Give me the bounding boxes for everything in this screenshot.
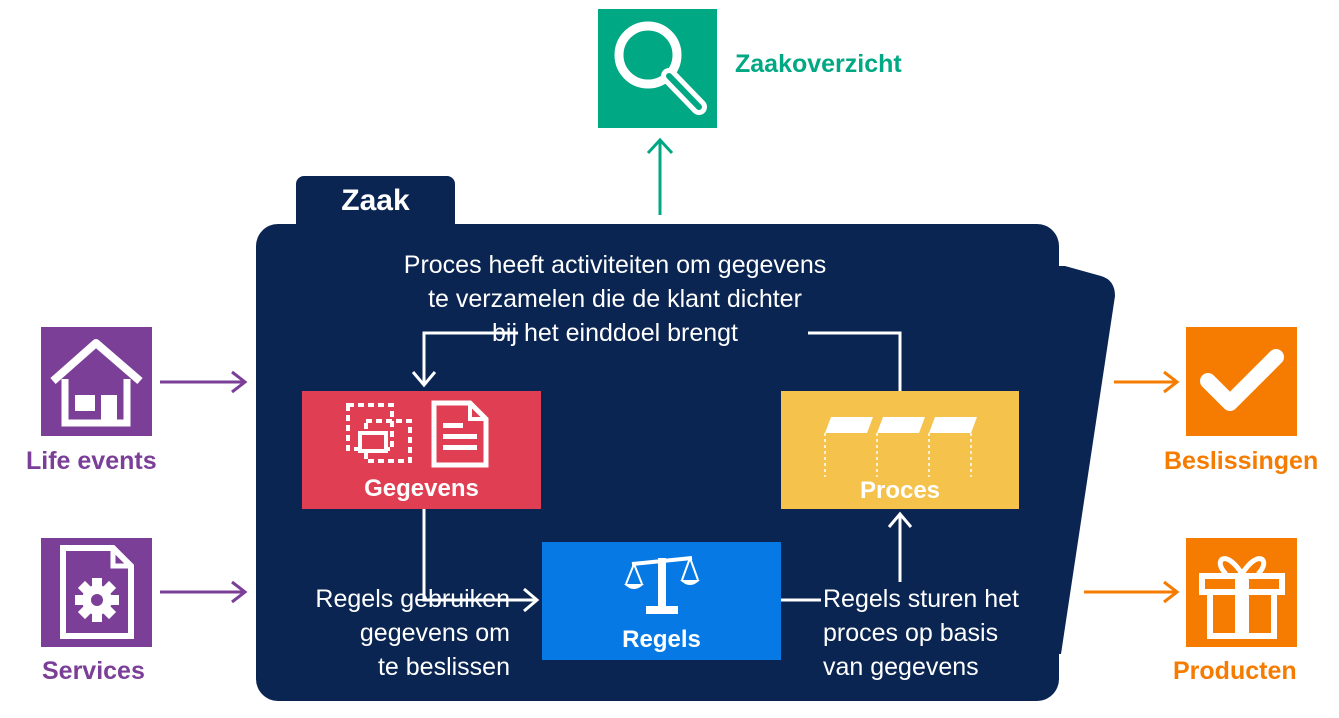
producten-tile xyxy=(1186,538,1297,647)
regels-use-line-3: te beslissen xyxy=(377,653,510,681)
process-description-line-3: bij het einddoel brengt xyxy=(491,319,739,347)
services-tile xyxy=(41,538,152,647)
overview-tile xyxy=(598,9,717,128)
gear-document-icon xyxy=(60,545,134,639)
regels-steer-line-2: proces op basis xyxy=(823,619,999,647)
beslissingen-tile xyxy=(1186,327,1297,436)
regels-use-text: Regels gebruiken gegevens om te beslisse… xyxy=(270,582,510,684)
gift-icon xyxy=(1199,556,1285,639)
life-events-label: Life events xyxy=(26,447,157,475)
house-icon xyxy=(50,339,143,427)
regels-use-line-2: gegevens om xyxy=(359,619,510,647)
proces-box: Proces xyxy=(781,391,1019,509)
process-description-line-1: Proces heeft activiteiten om gegevens xyxy=(403,251,827,279)
regels-steer-line-1: Regels sturen het xyxy=(823,585,1019,613)
services-label: Services xyxy=(42,657,145,685)
regels-box: Regels xyxy=(542,542,781,660)
gegevens-label: Gegevens xyxy=(364,475,479,502)
proces-label: Proces xyxy=(859,477,941,504)
process-description-line-2: te verzamelen die de klant dichter xyxy=(428,285,802,313)
folder-tab-label: Zaak xyxy=(341,184,410,217)
arrow-producten xyxy=(1084,580,1180,604)
select-copy-icon xyxy=(346,403,412,463)
regels-label: Regels xyxy=(622,626,701,653)
folder-back-page xyxy=(1059,266,1115,654)
scales-icon xyxy=(624,556,700,614)
producten-label: Producten xyxy=(1173,657,1297,685)
gegevens-box: Gegevens xyxy=(302,391,541,509)
document-icon xyxy=(431,400,489,468)
checkmark-icon xyxy=(1200,349,1284,411)
arrow-beslissingen xyxy=(1114,370,1180,394)
regels-use-line-1: Regels gebruiken xyxy=(315,585,510,613)
arrow-life-events xyxy=(160,370,248,394)
magnifier-icon xyxy=(614,21,707,115)
process-description: Proces heeft activiteiten om gegevens te… xyxy=(380,248,850,350)
overview-label: Zaakoverzicht xyxy=(735,50,902,78)
beslissingen-label: Beslissingen xyxy=(1164,447,1319,475)
arrow-services xyxy=(160,580,248,604)
life-events-tile xyxy=(41,327,152,436)
regels-steer-text: Regels sturen het proces op basis van ge… xyxy=(823,582,1063,684)
arrow-up-to-overview xyxy=(646,137,674,215)
regels-steer-line-3: van gegevens xyxy=(823,653,979,681)
process-columns-icon xyxy=(824,417,977,477)
